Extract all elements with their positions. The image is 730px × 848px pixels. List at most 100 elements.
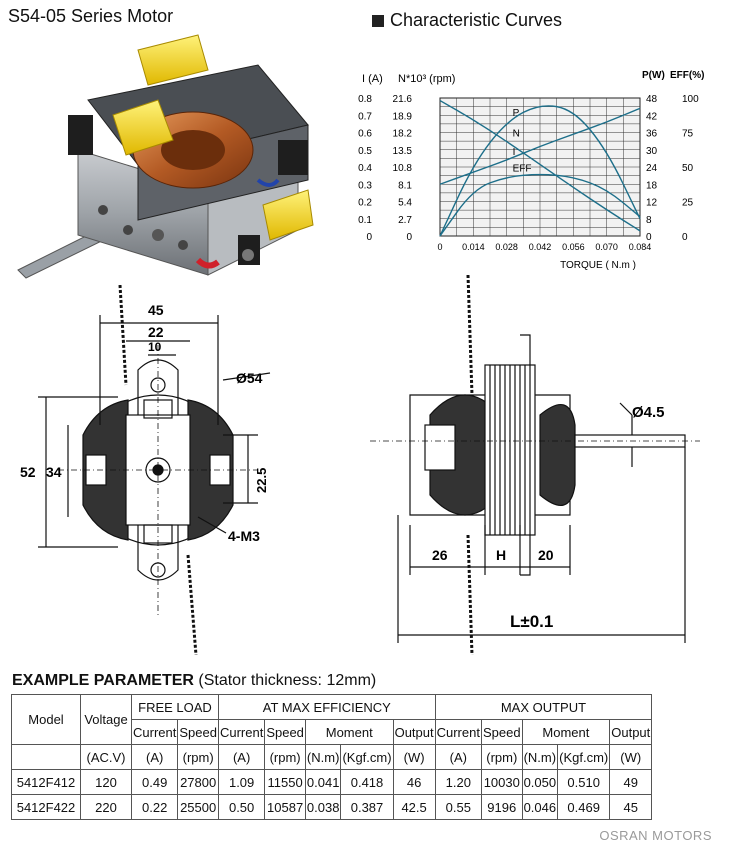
y-tick-label: 48	[646, 94, 658, 105]
x-tick-label: 0.070	[595, 242, 618, 252]
characteristic-curves-chart: 0.80.70.60.50.40.30.20.1021.618.918.213.…	[358, 70, 704, 271]
cell: 0.55	[434, 794, 482, 820]
cell: 5412F422	[11, 794, 81, 820]
y-tick-label: 0.6	[358, 129, 372, 140]
y-tick-label: 0	[646, 232, 652, 243]
unit-rpm: (rpm)	[480, 744, 523, 770]
x-tick-label: 0.056	[562, 242, 585, 252]
cell: 1.09	[217, 769, 266, 795]
y-tick-label: 36	[646, 129, 658, 140]
header-moment: Moment	[304, 719, 394, 745]
header-max-efficiency: AT MAX EFFICIENCY	[217, 694, 436, 720]
dim-26: 26	[432, 547, 448, 563]
axis-label-current: I (A)	[362, 73, 383, 85]
series-label-eff: EFF	[513, 164, 532, 175]
cell: 0.041	[304, 769, 342, 795]
y-tick-label: 0.3	[358, 180, 372, 191]
y-tick-label: 8.1	[398, 180, 412, 191]
unit-kgf: (Kgf.cm)	[557, 744, 611, 770]
unit-w: (W)	[392, 744, 436, 770]
dim-20: 20	[538, 547, 554, 563]
cell: 0.510	[557, 769, 611, 795]
unit-a: (A)	[130, 744, 179, 770]
header-current: Current	[434, 719, 482, 745]
front-view-drawing: 45 22 10 Ø54 52 34 22.5 4-M3	[20, 285, 271, 655]
header-free-load: FREE LOAD	[131, 694, 219, 720]
dim-22-5: 22.5	[254, 468, 269, 493]
y-tick-label: 2.7	[398, 215, 412, 226]
dim-4-m3: 4-M3	[228, 528, 260, 544]
unit-nm: (N.m)	[304, 744, 342, 770]
y-tick-label: 18	[646, 180, 658, 191]
x-tick-label: 0.042	[529, 242, 552, 252]
footer-brand: OSRAN MOTORS	[599, 828, 712, 843]
y-tick-label: 50	[682, 163, 694, 174]
table-header-row-1: Model Voltage FREE LOAD AT MAX EFFICIENC…	[11, 694, 653, 745]
header-speed: Speed	[177, 719, 219, 745]
y-tick-label: 13.5	[393, 146, 413, 157]
y-tick-label: 0	[366, 232, 372, 243]
unit-acv: (AC.V)	[80, 744, 132, 770]
cell: 9196	[480, 794, 523, 820]
header-current: Current	[217, 719, 266, 745]
y-tick-label: 21.6	[393, 94, 413, 105]
header-current: Current	[130, 719, 179, 745]
y-tick-label: 0.8	[358, 94, 372, 105]
cell: 46	[392, 769, 436, 795]
y-tick-label: 5.4	[398, 198, 412, 209]
y-tick-label: 0.7	[358, 111, 372, 122]
dim-diameter-54: Ø54	[236, 370, 263, 386]
cell: 5412F412	[11, 769, 81, 795]
unit-w: (W)	[609, 744, 653, 770]
cell: 49	[609, 769, 653, 795]
y-tick-label: 42	[646, 111, 658, 122]
cell: 0.050	[521, 769, 559, 795]
y-tick-label: 0.5	[358, 146, 372, 157]
cell: 1.20	[434, 769, 482, 795]
y-tick-label: 100	[682, 94, 699, 105]
y-tick-label: 12	[646, 198, 658, 209]
curves-heading: Characteristic Curves	[372, 10, 562, 31]
x-tick-label: 0	[437, 242, 442, 252]
x-axis-label: TORQUE ( N.m )	[560, 260, 636, 271]
y-tick-label: 0.1	[358, 215, 372, 226]
header-voltage: Voltage	[80, 694, 132, 745]
dim-22: 22	[148, 324, 164, 340]
unit-a: (A)	[434, 744, 482, 770]
dim-shaft-diameter: Ø4.5	[632, 404, 665, 421]
unit-nm: (N.m)	[521, 744, 559, 770]
y-tick-label: 0	[682, 232, 688, 243]
dim-45: 45	[148, 302, 164, 318]
y-tick-label: 18.9	[393, 111, 413, 122]
y-tick-label: 25	[682, 198, 694, 209]
axis-label-efficiency: EFF(%)	[670, 70, 704, 81]
unit-blank	[11, 744, 81, 770]
header-moment: Moment	[521, 719, 611, 745]
header-model: Model	[11, 694, 81, 745]
cell: 0.418	[340, 769, 394, 795]
x-tick-label: 0.084	[629, 242, 652, 252]
cell: 11550	[264, 769, 306, 795]
y-tick-label: 18.2	[393, 129, 413, 140]
y-tick-label: 24	[646, 163, 658, 174]
cell: 42.5	[392, 794, 436, 820]
y-tick-label: 0	[406, 232, 412, 243]
header-speed: Speed	[480, 719, 523, 745]
table-units-row: (AC.V) (A) (rpm) (A) (rpm) (N.m) (Kgf.cm…	[11, 744, 653, 770]
cell: 220	[80, 794, 132, 820]
dim-10: 10	[148, 340, 162, 354]
unit-rpm: (rpm)	[264, 744, 306, 770]
x-tick-label: 0.014	[462, 242, 485, 252]
axis-label-power: P(W)	[642, 70, 665, 81]
cell: 0.49	[130, 769, 179, 795]
cell: 10030	[480, 769, 523, 795]
series-label-n: N	[513, 128, 520, 139]
square-bullet-icon	[372, 14, 384, 27]
dim-52: 52	[20, 464, 36, 480]
cell: 0.22	[130, 794, 179, 820]
params-title: EXAMPLE PARAMETER	[12, 672, 194, 689]
x-tick-label: 0.028	[495, 242, 518, 252]
unit-a: (A)	[217, 744, 266, 770]
page-title: S54-05 Series Motor	[8, 6, 174, 26]
series-line-n	[439, 99, 641, 232]
